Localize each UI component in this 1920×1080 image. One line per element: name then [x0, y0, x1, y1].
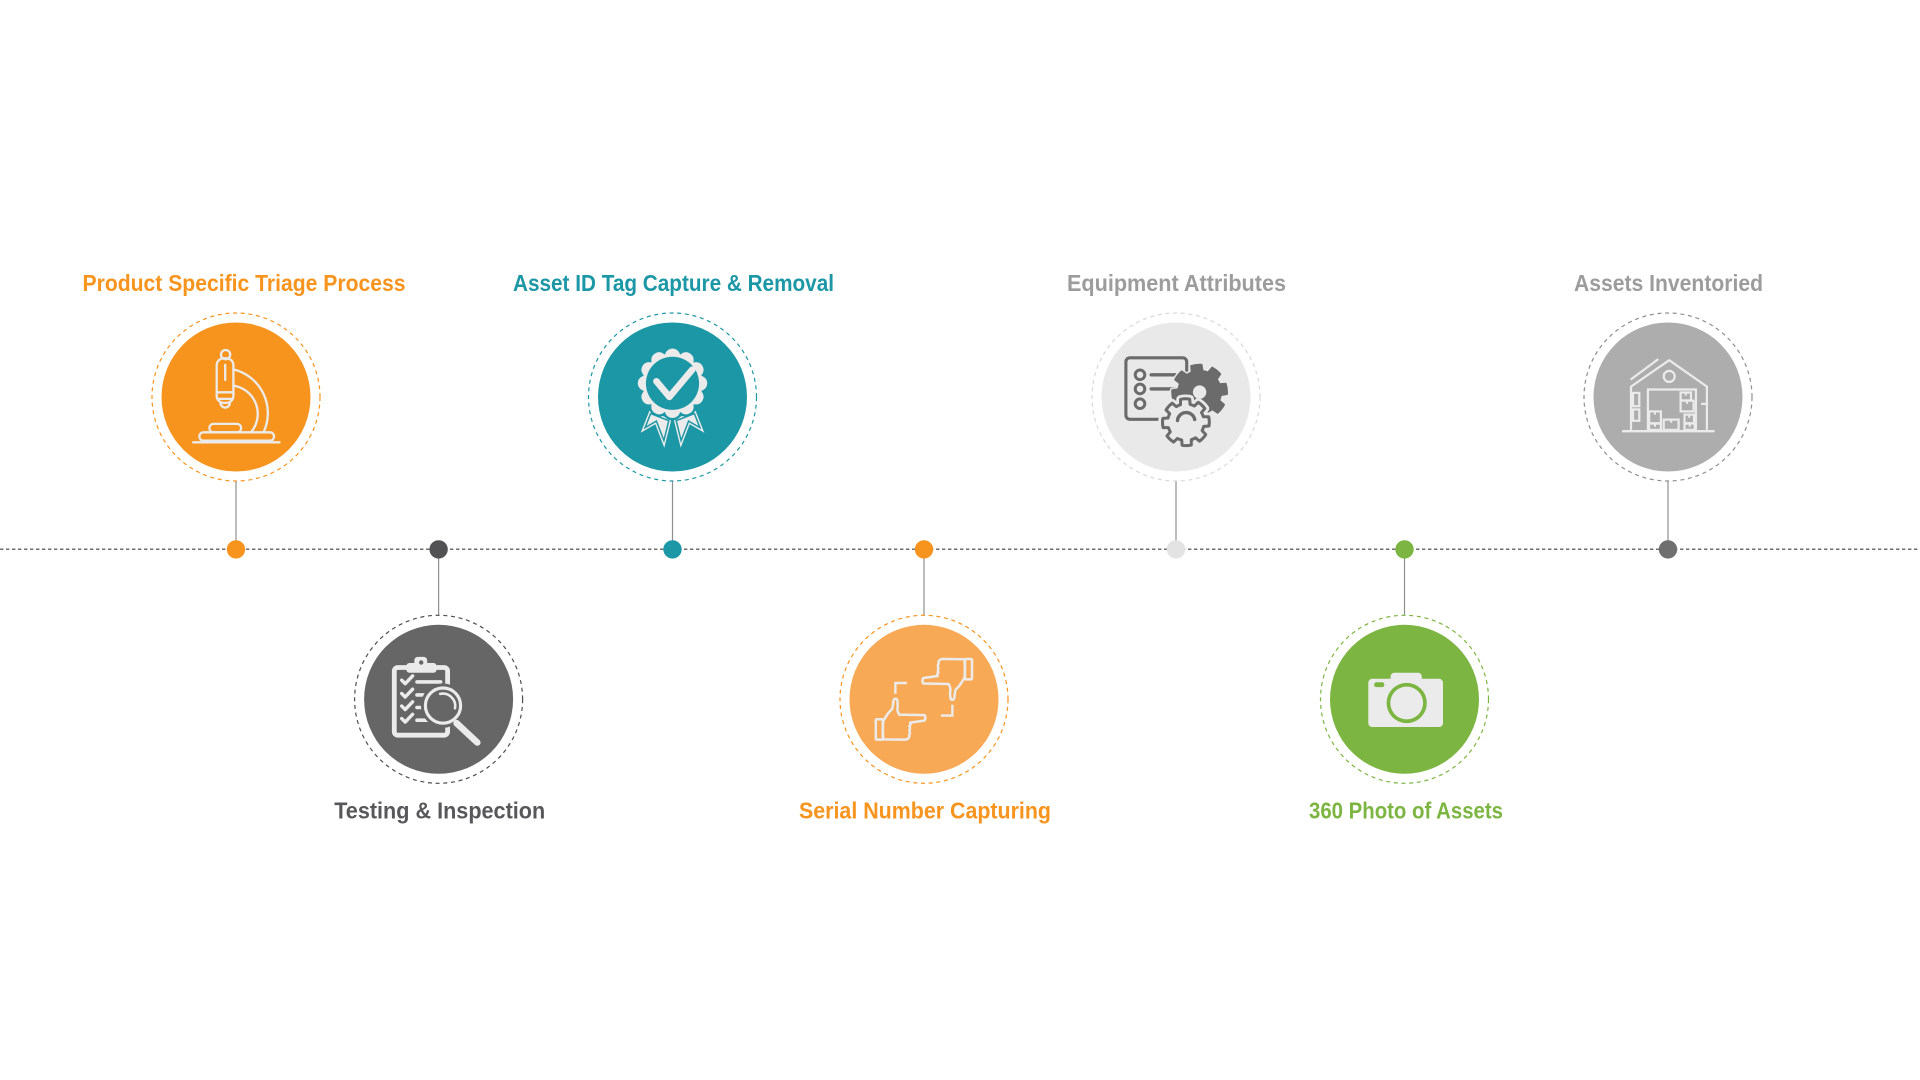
svg-text:Product Specific Triage Proces: Product Specific Triage Process — [83, 270, 406, 296]
svg-text:360 Photo of Assets: 360 Photo of Assets — [1309, 798, 1503, 824]
svg-text:Asset ID Tag Capture & Removal: Asset ID Tag Capture & Removal — [513, 270, 834, 296]
svg-text:Serial Number Capturing: Serial Number Capturing — [799, 798, 1051, 824]
svg-text:Assets Inventoried: Assets Inventoried — [1574, 270, 1763, 296]
svg-text:Testing & Inspection: Testing & Inspection — [334, 798, 545, 824]
svg-text:Equipment Attributes: Equipment Attributes — [1067, 270, 1286, 296]
